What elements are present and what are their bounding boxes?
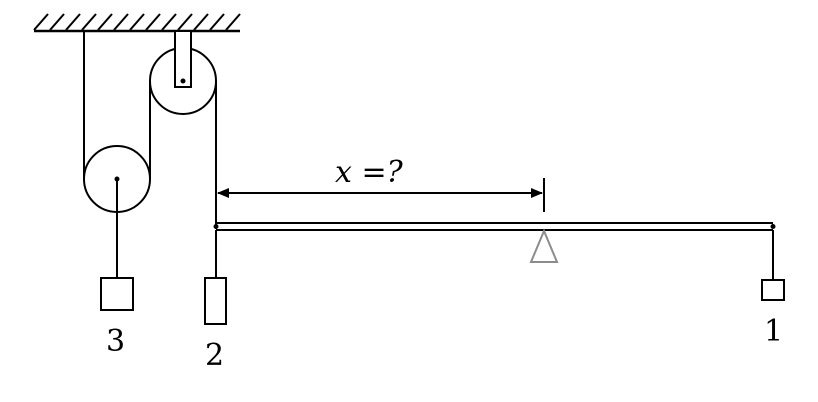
- ceiling: [33, 13, 241, 33]
- ceiling-hatching: [33, 13, 241, 31]
- rope: [83, 31, 217, 278]
- mass-2-label: 2: [205, 338, 224, 373]
- distance-indicator: [217, 178, 545, 212]
- beam-left-joint: [213, 224, 219, 229]
- mass-3-block: [100, 277, 134, 311]
- mass-1-block: [761, 279, 785, 301]
- beam-right-joint: [770, 224, 776, 229]
- lever-beam: [213, 222, 776, 231]
- distance-label: x =?: [335, 155, 404, 190]
- fixed-pulley-axle: [180, 78, 186, 84]
- mass-1-label: 1: [764, 314, 783, 349]
- pulley-bracket: [174, 30, 192, 88]
- mass-2-block: [204, 277, 227, 325]
- fixed-pulley: [149, 30, 217, 115]
- mass-3-label: 3: [106, 324, 125, 359]
- fulcrum-triangle: [529, 228, 559, 263]
